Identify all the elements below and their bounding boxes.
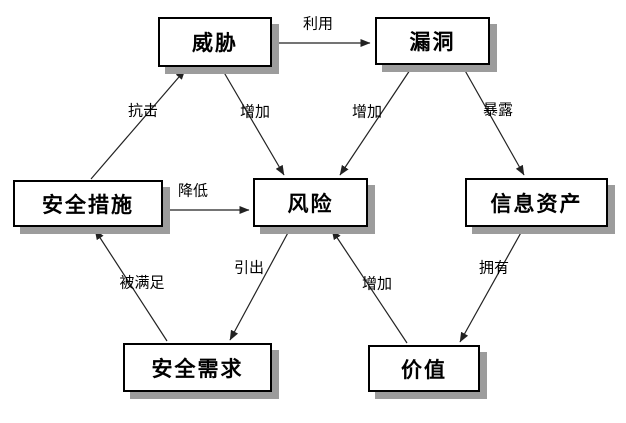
edge-label-increase-by-threat: 增加 [239,102,271,121]
edge-lead-to [229,228,291,341]
node-value: 价值 [368,345,480,392]
node-security-requirements: 安全需求 [123,343,272,392]
edge-expose [462,66,525,176]
node-label-vulnerability: 漏洞 [409,30,456,54]
edge-label-exploit: 利用 [302,14,334,33]
edge-own [459,228,524,343]
edge-label-lead-to: 引出 [233,258,265,277]
edge-label-increase-by-vuln: 增加 [351,102,383,121]
edge-satisfied-by [94,229,168,342]
edge-label-expose: 暴露 [482,100,514,119]
node-label-information-assets: 信息资产 [490,191,583,216]
edge-resist [90,69,186,180]
node-risk: 风险 [253,178,368,227]
edge-increase-by-threat [221,68,285,176]
edge-label-resist: 抗击 [127,101,159,120]
edge-label-satisfied-by: 被满足 [119,273,165,292]
node-label-risk: 风险 [287,191,334,216]
node-security-measures: 安全措施 [13,180,163,227]
node-information-assets: 信息资产 [465,178,608,227]
edge-increase-by-value [331,229,408,344]
node-label-security-requirements: 安全需求 [151,356,244,381]
node-label-security-measures: 安全措施 [42,192,134,217]
node-label-threat: 威胁 [192,31,238,55]
node-threat: 威胁 [158,17,272,67]
node-vulnerability: 漏洞 [375,17,490,65]
edge-increase-by-vuln [339,66,413,176]
edge-label-own: 拥有 [478,258,510,277]
node-label-value: 价值 [401,357,447,382]
edge-label-increase-by-value: 增加 [361,274,393,293]
edge-label-reduce: 降低 [177,181,209,200]
